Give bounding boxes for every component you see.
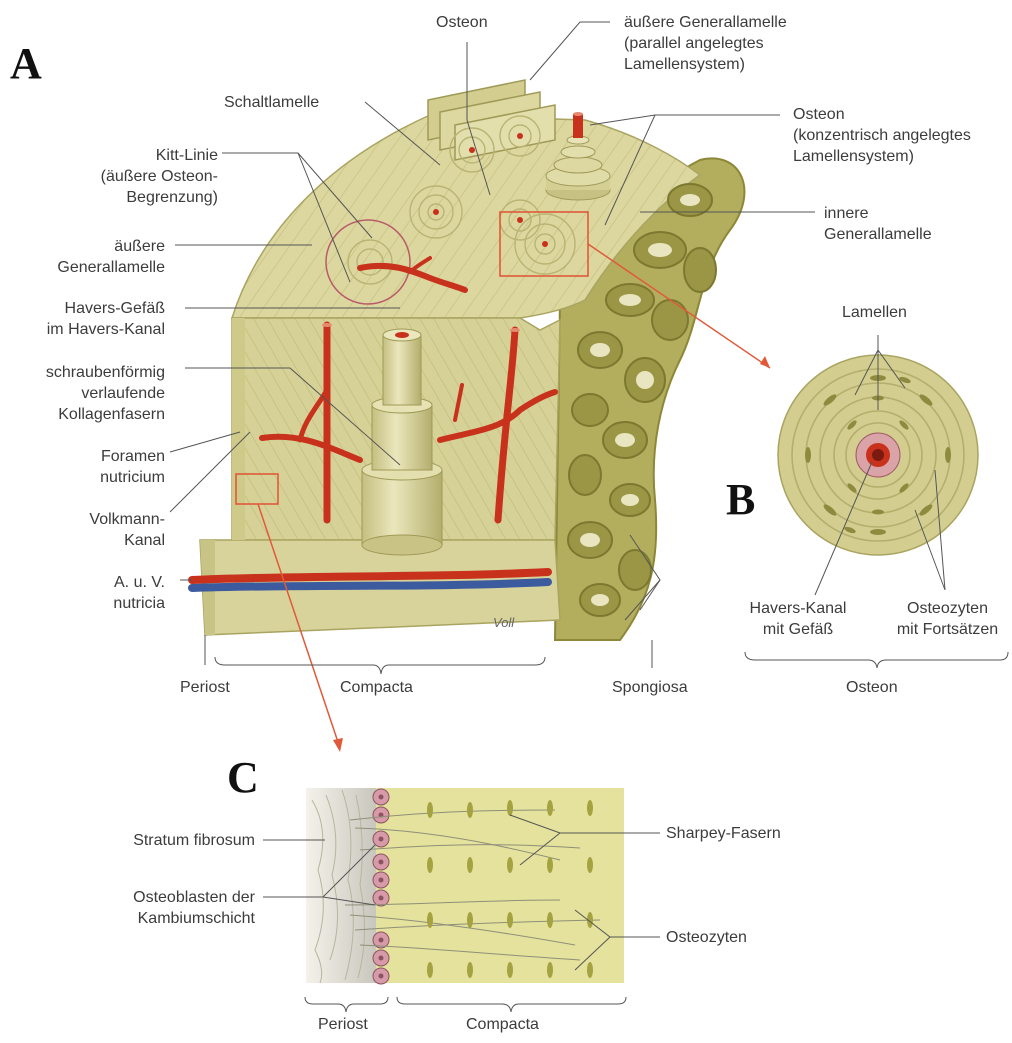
label-osteozyten-c: Osteozyten [666, 927, 747, 948]
label-osteon-konzentrisch: Osteon (konzentrisch angelegtes Lamellen… [793, 104, 971, 167]
panel-label-a: A [10, 42, 42, 86]
label-periost-a: Periost [180, 677, 230, 698]
bone-block-a [192, 80, 770, 752]
label-spongiosa: Spongiosa [612, 677, 688, 698]
label-osteon-b: Osteon [846, 677, 898, 698]
label-kollagenfasern: schraubenförmig verlaufende Kollagenfase… [10, 362, 165, 425]
panel-label-c: C [227, 756, 259, 800]
label-compacta-c: Compacta [466, 1014, 539, 1035]
label-compacta-a: Compacta [340, 677, 413, 698]
label-kitt-linie: Kitt-Linie (äußere Osteon- Begrenzung) [68, 145, 218, 208]
label-havers-kanal: Havers-Kanal mit Gefäß [738, 598, 858, 640]
label-havers-gefaess: Havers-Gefäß im Havers-Kanal [20, 298, 165, 340]
label-innere-generallamelle: innere Generallamelle [824, 203, 932, 245]
panel-label-b: B [726, 478, 755, 522]
nutricia-vessels [192, 572, 548, 588]
label-osteoblasten: Osteoblasten der Kambiumschicht [70, 887, 255, 929]
label-osteozyten-fortsaetze: Osteozyten mit Fortsätzen [885, 598, 1010, 640]
label-lamellen: Lamellen [842, 302, 907, 323]
periost-strip-upper [232, 318, 245, 540]
label-sharpey-fasern: Sharpey-Fasern [666, 823, 781, 844]
label-aeussere-generallamelle: äußere Generallamelle [20, 236, 165, 278]
label-volkmann-kanal: Volkmann- Kanal [40, 509, 165, 551]
artist-signature: Voll [493, 612, 514, 633]
label-foramen-nutricium: Foramen nutricium [40, 446, 165, 488]
label-stratum-fibrosum: Stratum fibrosum [70, 830, 255, 851]
label-aeussere-generallamelle-top: äußere Generallamelle (parallel angelegt… [624, 12, 787, 75]
periost-compacta-c [306, 788, 624, 984]
label-periost-c: Periost [318, 1014, 368, 1035]
label-osteon-top: Osteon [436, 12, 488, 33]
label-auv-nutricia: A. u. V. nutricia [40, 572, 165, 614]
label-schaltlamelle: Schaltlamelle [224, 92, 319, 113]
